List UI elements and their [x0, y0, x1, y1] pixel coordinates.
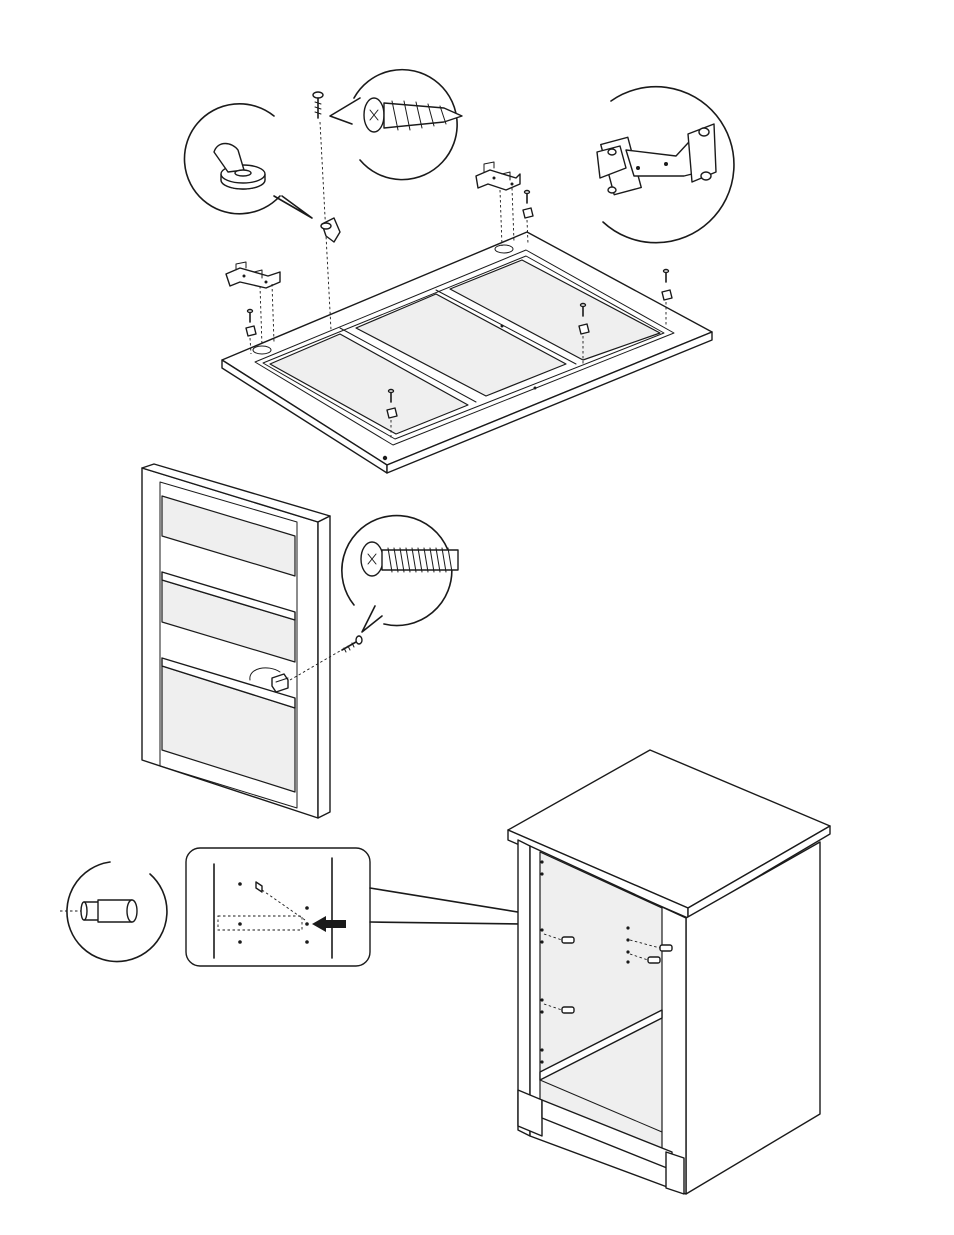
door-panel-standing [142, 464, 330, 818]
shelf-pin-icon [60, 862, 167, 962]
door-buffer-icon [184, 104, 312, 218]
wood-screw-icon [330, 70, 462, 180]
door-buffer-with-screw [313, 92, 340, 330]
cabinet [508, 750, 830, 1194]
door-panel-flat [222, 232, 712, 473]
hinge-icon [597, 87, 734, 243]
machine-screw-icon [342, 516, 458, 632]
knob-machine-screw [342, 636, 362, 652]
hinge-right [476, 162, 520, 246]
